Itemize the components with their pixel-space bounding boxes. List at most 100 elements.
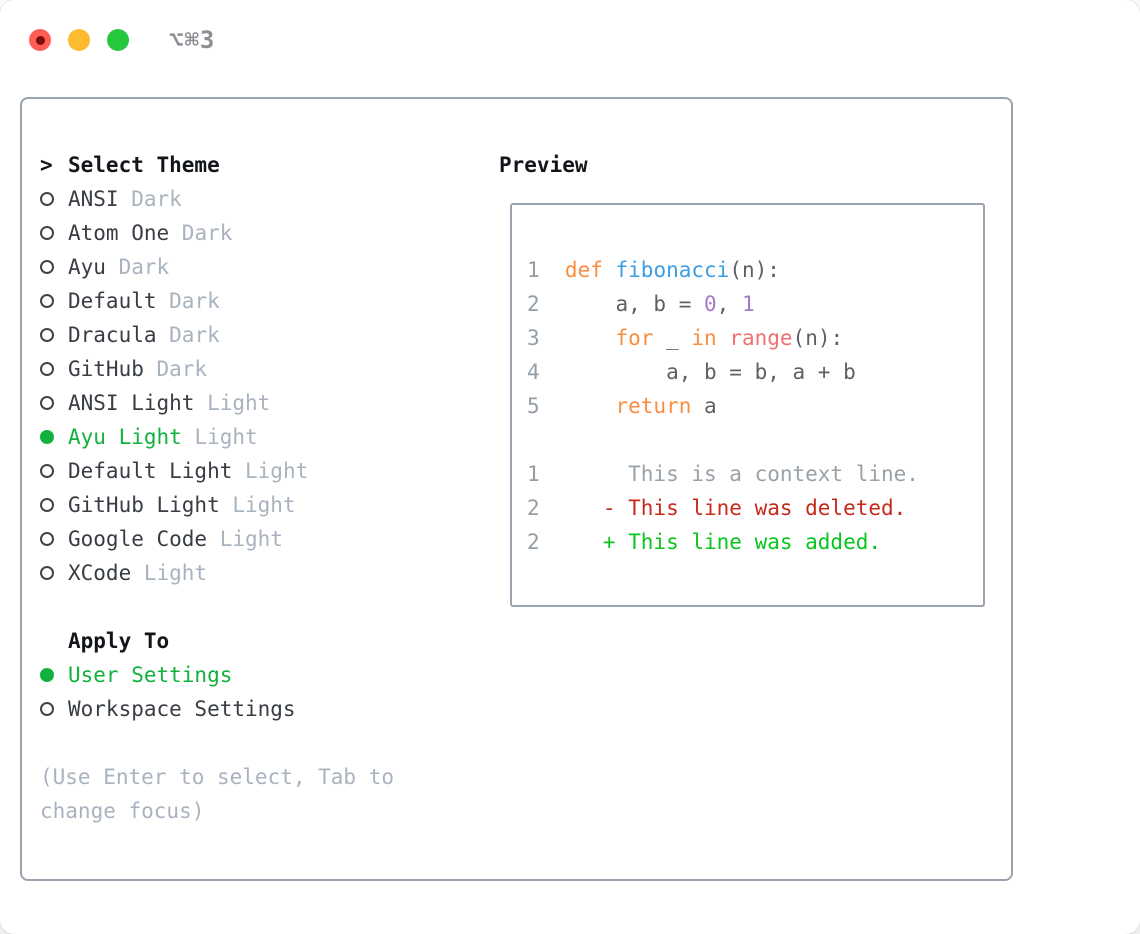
- code-token: a, b = b, a + b: [564, 360, 856, 384]
- radio-marker: [40, 566, 68, 580]
- radio-marker: [40, 430, 68, 444]
- apply-to-heading-row: Apply To: [40, 624, 440, 658]
- code-line: 4 a, b = b, a + b: [527, 355, 983, 389]
- radio-marker: [40, 294, 68, 308]
- code-token: return: [615, 394, 692, 418]
- code-line: 3 for _ in range(n):: [527, 321, 983, 355]
- code-token: - This line was deleted.: [564, 496, 907, 520]
- line-number: 2: [527, 530, 540, 554]
- code-line: 2 - This line was deleted.: [527, 491, 983, 525]
- theme-option-variant: Light: [194, 425, 258, 449]
- theme-option-label: GitHub Light: [68, 493, 220, 517]
- apply-option-workspace-settings[interactable]: Workspace Settings: [40, 692, 440, 726]
- zoom-button[interactable]: [107, 29, 129, 51]
- radio-icon: [40, 192, 54, 206]
- code-token: (n):: [729, 258, 780, 282]
- theme-option-label: Atom One: [68, 221, 170, 245]
- theme-option-label: Ayu Light: [68, 425, 182, 449]
- theme-option-variant: Light: [143, 561, 208, 585]
- code-token: (n):: [792, 326, 844, 350]
- theme-option-label: Default: [68, 289, 157, 313]
- theme-picker-heading: Select Theme: [68, 153, 220, 177]
- theme-option-variant: Dark: [181, 221, 233, 245]
- code-token: a, b =: [564, 292, 704, 316]
- line-number: 2: [527, 292, 540, 316]
- radio-icon: [40, 260, 54, 274]
- code-token: [603, 258, 616, 282]
- code-line: 1 This is a context line.: [527, 457, 983, 491]
- theme-option-variant: Dark: [131, 187, 182, 211]
- theme-option-dracula[interactable]: Dracula Dark: [40, 318, 440, 352]
- minimize-button[interactable]: [68, 29, 90, 51]
- theme-option-variant: Dark: [169, 289, 220, 313]
- code-token: [717, 326, 730, 350]
- apply-option-label: Workspace Settings: [68, 697, 296, 721]
- radio-marker: [40, 328, 68, 342]
- theme-option-label: Dracula: [68, 323, 157, 347]
- theme-option-variant: Light: [232, 493, 296, 517]
- code-token: fibonacci: [615, 258, 730, 282]
- theme-option-label: Google Code: [68, 527, 208, 551]
- theme-option-ansi-light[interactable]: ANSI Light Light: [40, 386, 440, 420]
- apply-to-heading: Apply To: [68, 629, 170, 653]
- code-line: 2 a, b = 0, 1: [527, 287, 983, 321]
- line-number: 1: [527, 258, 540, 282]
- code-token: 1: [741, 292, 755, 316]
- theme-option-label: ANSI Light: [68, 391, 195, 415]
- radio-marker: [40, 362, 68, 376]
- radio-icon: [40, 464, 54, 478]
- line-number: 2: [527, 496, 540, 520]
- code-token: _: [653, 326, 692, 350]
- line-number: 1: [527, 462, 540, 486]
- code-token: This is a context line.: [564, 462, 919, 486]
- radio-icon: [40, 396, 54, 410]
- code-line: 1 def fibonacci(n):: [527, 253, 983, 287]
- theme-option-default[interactable]: Default Dark: [40, 284, 440, 318]
- code-token: range: [729, 326, 793, 350]
- code-token: def: [564, 258, 603, 282]
- theme-option-github-light[interactable]: GitHub Light Light: [40, 488, 440, 522]
- close-dot-icon: [35, 35, 45, 45]
- theme-option-atom-one[interactable]: Atom One Dark: [40, 216, 440, 250]
- theme-option-ansi[interactable]: ANSI Dark: [40, 182, 440, 216]
- radio-marker: [40, 464, 68, 478]
- code-line: 5 return a: [527, 389, 983, 423]
- close-button[interactable]: [29, 29, 51, 51]
- code-line: 2 + This line was added.: [527, 525, 983, 559]
- code-token: in: [691, 326, 717, 350]
- radio-icon: [40, 702, 54, 716]
- radio-marker: [40, 532, 68, 546]
- radio-icon: [40, 362, 54, 376]
- theme-option-variant: Light: [207, 391, 271, 415]
- radio-marker: [40, 396, 68, 410]
- radio-icon: [40, 498, 54, 512]
- apply-option-label: User Settings: [68, 663, 233, 687]
- cursor-icon: >: [40, 153, 53, 177]
- traffic-lights: [29, 29, 129, 51]
- code-token: 0: [704, 292, 717, 316]
- radio-icon: [40, 226, 54, 240]
- radio-icon: [40, 328, 54, 342]
- code-token: for: [615, 326, 654, 350]
- radio-marker: [40, 498, 68, 512]
- theme-option-ayu-light[interactable]: Ayu Light Light: [40, 420, 440, 454]
- apply-option-user-settings[interactable]: User Settings: [40, 658, 440, 692]
- radio-marker: [40, 226, 68, 240]
- theme-option-variant: Dark: [169, 323, 220, 347]
- theme-option-label: ANSI: [68, 187, 119, 211]
- radio-marker: [40, 668, 68, 682]
- radio-marker: [40, 192, 68, 206]
- line-number: 3: [527, 326, 540, 350]
- code-line: [527, 423, 983, 457]
- radio-icon: [40, 566, 54, 580]
- radio-marker: [40, 260, 68, 274]
